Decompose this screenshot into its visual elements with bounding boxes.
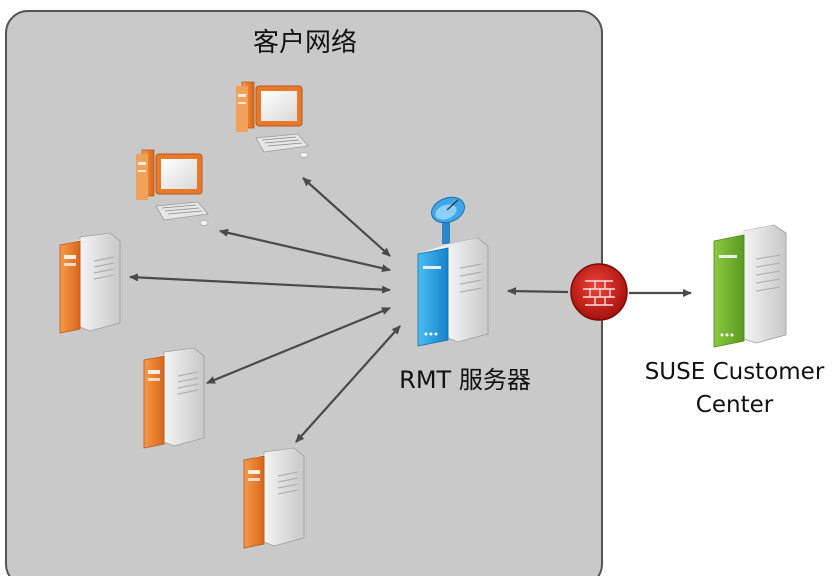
tower-server-icon (243, 447, 305, 549)
satellite-dish-icon (431, 196, 465, 244)
workstation-icon (136, 149, 209, 226)
rmt-server-label: RMT 服务器 (399, 366, 531, 394)
customer-network-title: 客户网络 (252, 28, 357, 58)
arrow-rmt-server-1 (129, 273, 391, 294)
scc-label: SUSE Customer Center (634, 356, 835, 422)
scc-label-line-1: SUSE Customer (644, 359, 825, 385)
rmt-server-icon (417, 237, 489, 347)
connection-arrows (129, 177, 692, 443)
scc-server-icon (713, 224, 787, 348)
arrow-rmt-firewall (507, 287, 569, 296)
arrow-rmt-server-3 (295, 325, 401, 443)
firewall-icon (570, 263, 628, 321)
tower-server-icon (143, 347, 205, 449)
arrow-rmt-workstation-2 (219, 228, 391, 273)
tower-server-icon (59, 232, 121, 334)
scc-label-line-2: Center (695, 392, 774, 418)
workstation-icon (236, 81, 309, 158)
